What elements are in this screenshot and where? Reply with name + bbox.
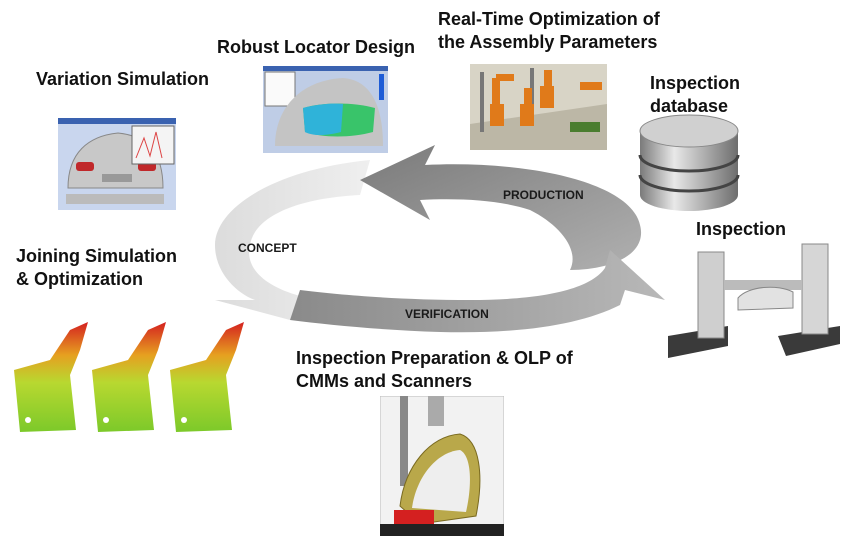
car-simulation-image: [58, 118, 176, 210]
joining-title-1: Joining Simulation: [16, 246, 177, 266]
database-icon: [638, 113, 740, 213]
realtime-opt-title-2: the Assembly Parameters: [438, 32, 658, 52]
cmm-inspection-image: [380, 396, 504, 536]
concept-arrow: [215, 160, 370, 320]
production-arrow: [360, 145, 642, 270]
inspection-db-title-2: database: [650, 96, 729, 116]
robust-locator-title: Robust Locator Design: [217, 37, 416, 57]
verification-label: VERIFICATION: [405, 307, 489, 321]
inspection-prep-title-1: Inspection Preparation & OLP of: [296, 348, 573, 368]
inspection-db-title-1: Inspection: [650, 73, 741, 93]
variation-simulation-title: Variation Simulation: [36, 69, 210, 89]
joining-title-2: & Optimization: [16, 269, 143, 289]
production-label: PRODUCTION: [503, 188, 584, 202]
locator-design-image: [263, 66, 388, 153]
concept-label: CONCEPT: [238, 241, 297, 255]
cmm-machine-image: [668, 240, 840, 366]
realtime-opt-title-1: Real-Time Optimization of: [438, 9, 660, 29]
inspection-prep-title-2: CMMs and Scanners: [296, 371, 473, 391]
robot-cell-image: [470, 64, 607, 150]
inspection-title: Inspection: [696, 219, 787, 239]
verification-arrow: [290, 250, 665, 333]
car-part-heatmap-image: [10, 320, 250, 440]
